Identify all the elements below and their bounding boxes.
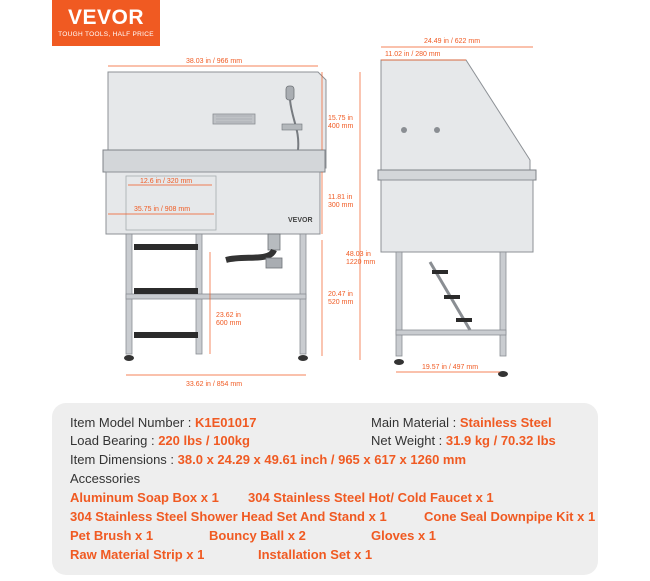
side-rim xyxy=(377,169,537,181)
logo-brand: VEVOR xyxy=(67,6,145,29)
accessory-item: Gloves x 1 xyxy=(371,528,437,543)
dim-side-depth: 24.49 in / 622 mm xyxy=(424,38,480,45)
accessory-item: Bouncy Ball x 2 xyxy=(209,528,306,543)
accessory-item: Installation Set x 1 xyxy=(258,547,373,562)
accessory-item: 304 Stainless Steel Shower Head Set And … xyxy=(70,509,387,524)
dim-side-base: 19.57 in / 497 mm xyxy=(422,364,478,371)
accessory-item: 304 Stainless Steel Hot/ Cold Faucet x 1 xyxy=(248,490,494,505)
spec-weight: Net Weight : 31.9 kg / 70.32 lbs xyxy=(371,433,556,448)
spec-dimensions: Item Dimensions : 38.0 x 24.29 x 49.61 i… xyxy=(70,452,467,467)
spec-model: Item Model Number : K1E01017 xyxy=(70,415,257,430)
side-crossbar xyxy=(395,329,507,336)
spec-panel: Item Model Number : K1E01017 Main Materi… xyxy=(52,403,598,575)
vevor-logo: VEVOR TOUGH TOOLS, HALF PRICE xyxy=(52,0,160,46)
spec-load: Load Bearing : 220 lbs / 100kg xyxy=(70,433,250,448)
tub-rim xyxy=(102,149,326,173)
side-backsplash xyxy=(380,59,531,176)
logo-tagline: TOUGH TOOLS, HALF PRICE xyxy=(58,31,154,38)
accessory-item: Pet Brush x 1 xyxy=(70,528,154,543)
side-leg-left xyxy=(395,251,403,357)
side-tub-panel xyxy=(380,179,534,253)
dim-base-width: 33.62 in / 854 mm xyxy=(186,381,242,388)
dim-side-top: 11.02 in / 280 mm xyxy=(385,51,441,58)
accessory-item: Cone Seal Downpipe Kit x 1 xyxy=(424,509,596,524)
frame-crossbar xyxy=(125,293,307,300)
tub-front-panel xyxy=(105,171,321,235)
tub-badge: VEVOR xyxy=(288,217,313,224)
dim-inner-left: 12.6 in / 320 mm xyxy=(140,178,192,185)
dim-inner-width: 35.75 in / 908 mm xyxy=(134,206,190,213)
tub-door-panel xyxy=(125,175,217,231)
spec-material: Main Material : Stainless Steel xyxy=(371,415,552,430)
side-stairs xyxy=(428,261,472,331)
shower-head-icon xyxy=(281,85,303,151)
accessory-item: Aluminum Soap Box x 1 xyxy=(70,490,219,505)
accessories-heading: Accessories xyxy=(70,471,141,486)
stair-steps xyxy=(134,244,198,338)
drain-pipe-icon xyxy=(225,233,283,269)
side-leg-right xyxy=(499,251,507,357)
dim-width: 38.03 in / 966 mm xyxy=(186,58,242,65)
accessory-item: Raw Material Strip x 1 xyxy=(70,547,205,562)
